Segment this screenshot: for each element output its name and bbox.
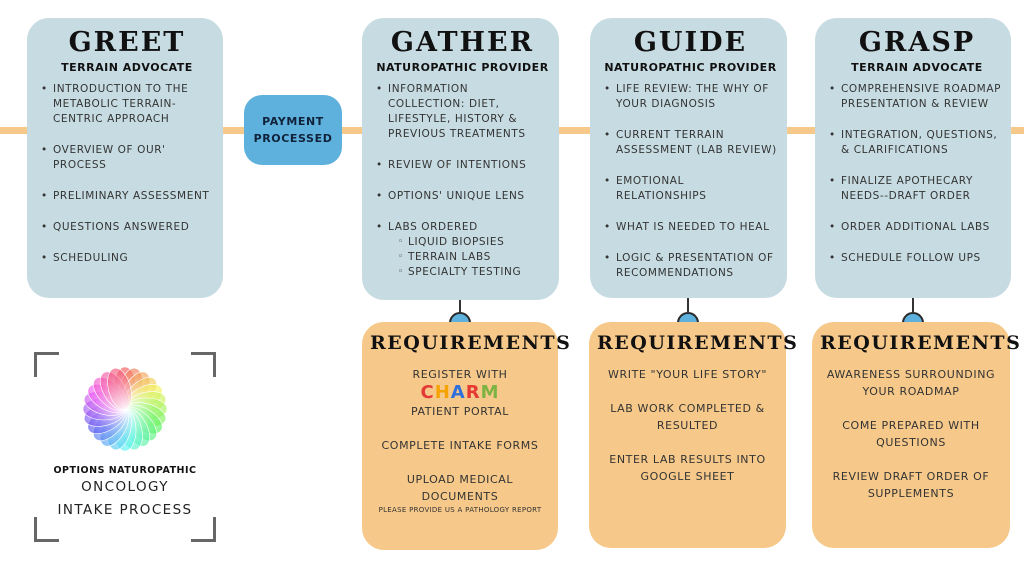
- stage-item: Scheduling: [41, 251, 213, 266]
- stage-role: NATUROPATHIC PROVIDER: [376, 61, 549, 74]
- charm-letter: H: [434, 382, 451, 403]
- stage-sub-item: Terrain labs: [398, 250, 549, 265]
- requirements-title: REQUIREMENTS: [370, 332, 572, 354]
- stage-title: GUIDE: [633, 27, 748, 58]
- requirement-item: Complete intake forms: [381, 439, 539, 452]
- requirements-guide: REQUIREMENTS Write "Your Life Story" Lab…: [589, 322, 799, 548]
- stage-sub-item: Liquid biopsies: [398, 235, 549, 250]
- stage-item-list: Introduction to the metabolic terrain-ce…: [41, 82, 213, 266]
- requirements-gather: REQUIREMENTS Register with CHARM Patient…: [362, 322, 572, 550]
- stage-item: Integration, questions, & clarifications: [829, 128, 1005, 158]
- stage-item: Preliminary assessment: [41, 189, 213, 204]
- logo-title-line-2: Intake Process: [57, 502, 193, 518]
- stage-title: GRASP: [858, 27, 976, 58]
- requirement-text: Patient Portal: [410, 405, 509, 418]
- connector-line: [687, 298, 689, 312]
- requirements-grasp: REQUIREMENTS Awareness surrounding your …: [812, 322, 1022, 548]
- connector-line: [459, 300, 461, 314]
- stage-role: TERRAIN ADVOCATE: [851, 61, 983, 74]
- frame-corner: [34, 352, 59, 377]
- stage-item: Schedule follow ups: [829, 251, 1005, 266]
- requirement-register: Register with CHARM Patient Portal: [370, 366, 550, 420]
- payment-label: Payment Processed: [253, 115, 333, 145]
- stage-item: Overview of our' process: [41, 143, 213, 173]
- stage-item: Comprehensive roadmap presentation & rev…: [829, 82, 1005, 112]
- charm-letter: R: [465, 382, 481, 403]
- stage-title: GREET: [68, 27, 186, 58]
- stage-item-list: Comprehensive roadmap presentation & rev…: [829, 82, 1005, 266]
- requirement-item: Upload medical documents Please provide …: [370, 471, 550, 515]
- payment-processed-badge: Payment Processed: [244, 95, 342, 165]
- stage-item: Options' unique lens: [376, 189, 549, 204]
- requirements-title: REQUIREMENTS: [597, 332, 799, 354]
- logo-title-line-1: Oncology: [81, 479, 169, 495]
- stage-item: What is needed to heal: [604, 220, 777, 235]
- stage-item: Logic & presentation of recommendations: [604, 251, 777, 281]
- logo-organization-name: Options Naturopathic: [53, 465, 197, 476]
- stage-title: GATHER: [390, 27, 535, 58]
- charm-letter: M: [480, 382, 500, 403]
- requirement-item: Write "Your Life Story": [608, 368, 767, 381]
- stage-greet: GREET TERRAIN ADVOCATE Introduction to t…: [27, 18, 223, 298]
- requirement-text: Upload medical documents: [406, 473, 514, 503]
- stage-item-label: Labs ordered: [388, 221, 478, 233]
- requirements-title: REQUIREMENTS: [820, 332, 1022, 354]
- color-wheel-logo-icon: [82, 366, 168, 452]
- requirement-note: Please provide us a pathology report: [378, 506, 542, 514]
- stage-item: Order additional labs: [829, 220, 1005, 235]
- stage-grasp: GRASP TERRAIN ADVOCATE Comprehensive roa…: [815, 18, 1011, 298]
- stage-item-list: Information collection: diet, lifestyle,…: [376, 82, 549, 280]
- stage-item: Information collection: diet, lifestyle,…: [376, 82, 549, 142]
- requirement-item: Awareness surrounding your roadmap: [826, 368, 996, 398]
- stage-item: Questions answered: [41, 220, 213, 235]
- stage-item-list: Life review: the why of your diagnosis C…: [604, 82, 777, 281]
- stage-role: NATUROPATHIC PROVIDER: [604, 61, 777, 74]
- charm-letter: C: [420, 382, 435, 403]
- requirement-item: Enter lab results into Google Sheet: [609, 453, 766, 483]
- requirement-item: Review draft order of supplements: [832, 470, 990, 500]
- stage-item: Introduction to the metabolic terrain-ce…: [41, 82, 213, 127]
- stage-sub-list: Liquid biopsies Terrain labs Specialty t…: [388, 235, 549, 280]
- frame-corner: [34, 517, 59, 542]
- frame-corner: [191, 517, 216, 542]
- stage-item: Emotional relationships: [604, 174, 777, 204]
- stage-item: Labs ordered Liquid biopsies Terrain lab…: [376, 220, 549, 280]
- stage-item: Finalize apothecary needs--draft order: [829, 174, 1005, 204]
- stage-item: Life review: the why of your diagnosis: [604, 82, 777, 112]
- charm-logo: CHARM: [370, 383, 550, 403]
- requirement-text: Register with: [412, 368, 508, 381]
- frame-corner: [191, 352, 216, 377]
- connector-line: [912, 298, 914, 312]
- requirement-item: Lab work completed & resulted: [610, 402, 765, 432]
- charm-letter: A: [450, 382, 466, 403]
- stage-item: Current terrain assessment (lab review): [604, 128, 777, 158]
- stage-guide: GUIDE NATUROPATHIC PROVIDER Life review:…: [590, 18, 787, 298]
- stage-role: TERRAIN ADVOCATE: [61, 61, 193, 74]
- stage-gather: GATHER NATUROPATHIC PROVIDER Information…: [362, 18, 559, 300]
- stage-item: Review of intentions: [376, 158, 549, 173]
- requirement-item: Come prepared with questions: [842, 419, 980, 449]
- stage-sub-item: Specialty testing: [398, 265, 549, 280]
- options-logo-block: Options Naturopathic Oncology Intake Pro…: [34, 352, 216, 542]
